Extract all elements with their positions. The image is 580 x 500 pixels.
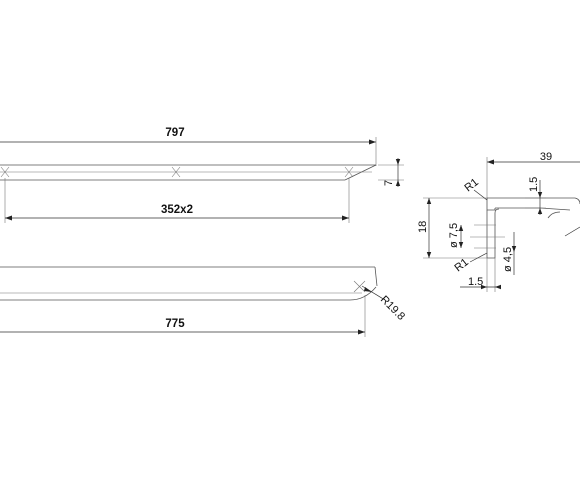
label-r1-bottom: R1 [452, 256, 470, 274]
right-radius-leader [564, 226, 580, 237]
profile-left-wall [486, 210, 496, 259]
label-hole-4-5: ø 4,5 [502, 247, 514, 272]
handle-end-slope [344, 164, 377, 181]
label-18: 18 [417, 221, 429, 233]
label-352x2: 352x2 [161, 204, 193, 216]
label-hole-7-5: ø 7,5 [448, 223, 460, 248]
profile-left-tab [486, 198, 496, 211]
label-r19-8: R19.8 [378, 294, 407, 323]
label-39: 39 [540, 151, 552, 163]
label-7: 7 [383, 180, 395, 186]
radius-center-cross [353, 280, 366, 293]
hole-cross-1 [0, 166, 10, 178]
label-775: 775 [165, 318, 185, 330]
arrow-797 [369, 139, 376, 145]
label-797: 797 [165, 127, 184, 139]
top-view: 797 7 352x2 [0, 127, 404, 223]
lower-end-edge [374, 266, 378, 287]
profile-top [487, 197, 580, 205]
leader-r1-top [473, 189, 488, 201]
hole-cross-3 [344, 166, 354, 178]
label-1-5-bottom: 1.5 [468, 276, 483, 288]
bottom-view: R19.8 775 [0, 266, 407, 337]
section-view: 39 1.5 18 ø 7,5 ø [417, 151, 580, 292]
label-r1-top: R1 [462, 176, 480, 194]
leader-r1-bottom [469, 252, 488, 263]
lower-bottom-edge [0, 286, 377, 301]
profile-arc [547, 211, 561, 219]
label-1-5-top: 1.5 [528, 177, 540, 192]
hole-cross-2 [171, 166, 181, 178]
profile-inner-wall [494, 208, 500, 252]
